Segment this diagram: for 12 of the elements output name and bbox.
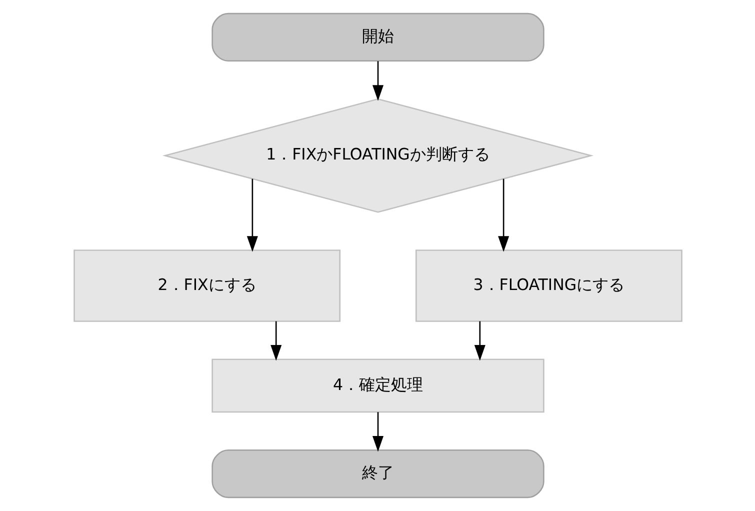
arrow <box>270 321 282 361</box>
node-box: 終了 <box>211 449 544 498</box>
node-box: 開始 <box>211 12 544 62</box>
arrow <box>474 321 485 361</box>
node-diamond: 1．FIXかFLOATINGか判断する <box>162 98 594 213</box>
node-box: 2．FIXにする <box>73 250 340 322</box>
arrow <box>498 178 509 252</box>
arrow <box>246 178 258 252</box>
arrow <box>372 412 384 452</box>
arrow <box>372 61 384 101</box>
node-box: 4．確定処理 <box>211 358 544 413</box>
node-box: 3．FLOATINGにする <box>414 250 682 322</box>
